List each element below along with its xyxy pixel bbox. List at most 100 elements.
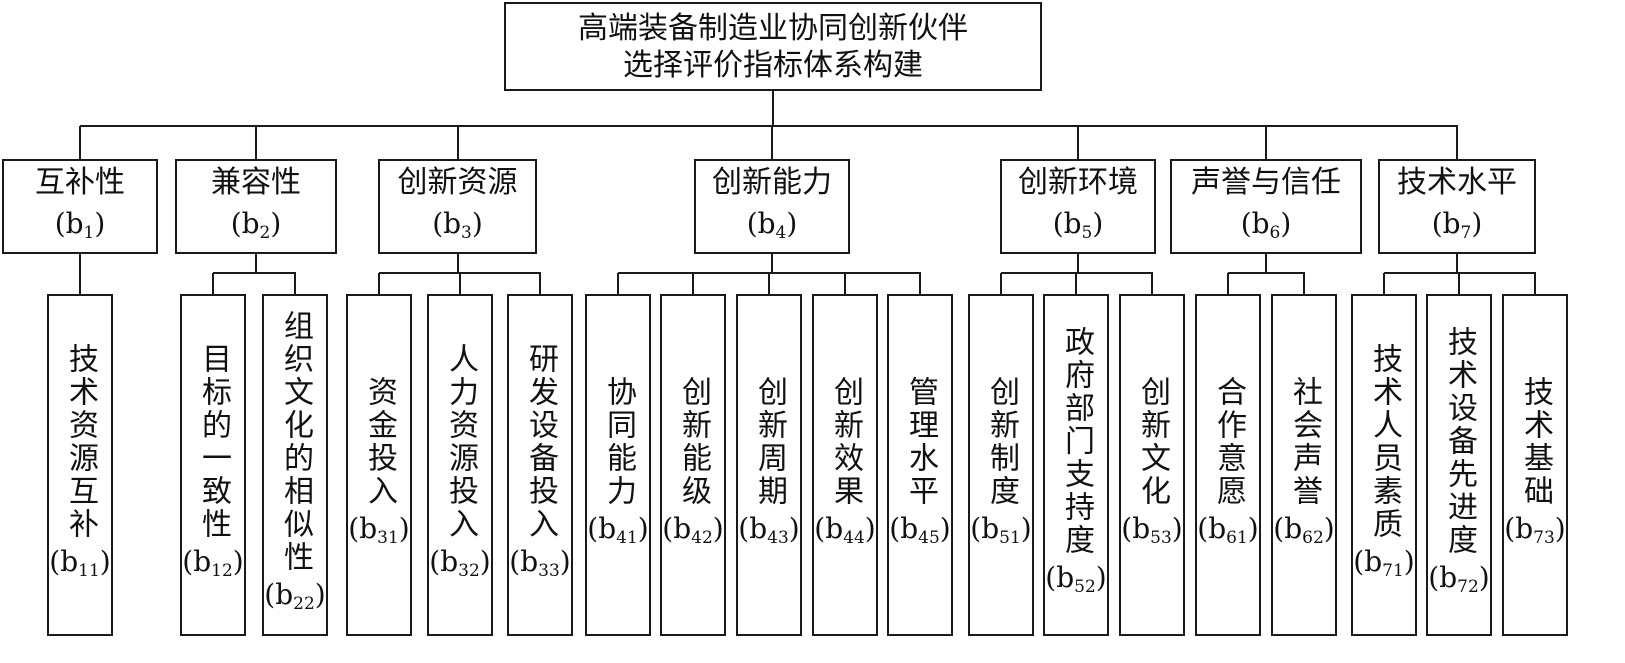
indicator-code: (b51) xyxy=(970,511,1032,548)
criterion-connector xyxy=(771,126,773,159)
indicator-connector xyxy=(459,273,461,294)
criterion-name: 创新能力 xyxy=(712,165,832,200)
indicator-connector xyxy=(294,273,296,294)
indicator-code: (b71) xyxy=(1353,544,1415,581)
indicator-node: 创新效果(b44) xyxy=(812,294,878,636)
criterion-code: (b3) xyxy=(432,207,483,243)
root-node: 高端装备制造业协同创新伙伴 选择评价指标体系构建 xyxy=(504,2,1042,91)
criterion-node: 兼容性 (b2) xyxy=(175,159,337,254)
indicator-name: 创新文化 xyxy=(1135,375,1170,508)
indicator-connector xyxy=(1000,273,1002,294)
criterion-connector xyxy=(1265,126,1267,159)
criterion-name: 互补性 xyxy=(35,165,125,200)
criterion-name: 技术水平 xyxy=(1397,165,1517,200)
indicator-connector xyxy=(1534,273,1536,294)
indicator-name: 技术基础 xyxy=(1518,375,1553,508)
indicator-name: 创新周期 xyxy=(752,375,787,508)
indicator-code: (b44) xyxy=(814,511,876,548)
indicator-name: 政府部门支持度 xyxy=(1059,326,1094,557)
indicator-stem xyxy=(771,254,773,273)
indicator-code: (b45) xyxy=(889,511,951,548)
indicator-code: (b73) xyxy=(1504,511,1566,548)
indicator-stem xyxy=(1265,254,1267,273)
criterion-connector xyxy=(1456,126,1458,159)
criterion-code: (b4) xyxy=(746,207,798,243)
indicator-connector xyxy=(1151,273,1153,294)
criterion-node: 互补性 (b1) xyxy=(2,159,158,254)
indicator-connector xyxy=(1075,273,1077,294)
indicator-code: (b53) xyxy=(1121,511,1183,548)
indicator-name: 创新效果 xyxy=(828,375,863,508)
indicator-node: 技术资源互补(b11) xyxy=(47,294,113,636)
criteria-bus xyxy=(80,125,1458,127)
criterion-code: (b7) xyxy=(1431,207,1483,243)
indicator-node: 技术人员素质(b71) xyxy=(1351,294,1417,636)
indicator-node: 创新能级(b42) xyxy=(660,294,726,636)
criterion-node: 声誉与信任(b6) xyxy=(1170,159,1362,254)
indicator-bus xyxy=(1228,272,1305,274)
indicator-node: 社会声誉(b62) xyxy=(1271,294,1337,636)
indicator-bus xyxy=(1384,272,1536,274)
indicator-name: 合作意愿 xyxy=(1211,375,1246,508)
indicator-code: (b42) xyxy=(662,511,724,548)
indicator-node: 政府部门支持度 (b52) xyxy=(1043,294,1109,636)
indicator-name: 管理水平 xyxy=(903,375,938,508)
criterion-name: 声誉与信任 xyxy=(1191,165,1341,200)
indicator-connector xyxy=(378,273,380,294)
indicator-connector xyxy=(212,273,214,294)
criterion-connector xyxy=(79,126,81,159)
indicator-name: 研发设备投入 xyxy=(523,342,558,541)
indicator-name: 资金投入 xyxy=(362,375,397,508)
indicator-code: (b32) xyxy=(429,544,491,581)
indicator-node: 创新制度(b51) xyxy=(968,294,1034,636)
indicator-node: 创新周期(b43) xyxy=(736,294,802,636)
indicator-code: (b11) xyxy=(49,544,111,581)
indicator-stem xyxy=(255,254,257,273)
criterion-connector xyxy=(456,126,459,159)
indicator-connector xyxy=(1227,273,1229,294)
indicator-name: 社会声誉 xyxy=(1287,375,1322,508)
indicator-stem xyxy=(1077,254,1079,273)
indicator-code: (b41) xyxy=(587,511,649,548)
indicator-code: (b12) xyxy=(182,544,244,581)
indicator-connector xyxy=(617,273,619,294)
indicator-code: (b72) xyxy=(1428,561,1490,597)
indicator-name: 协同能力 xyxy=(601,375,636,508)
indicator-code: (b33) xyxy=(509,544,571,581)
criterion-node: 创新能力 (b4) xyxy=(694,159,850,254)
criterion-connector xyxy=(255,126,257,159)
indicator-bus xyxy=(213,272,296,274)
indicator-connector xyxy=(919,273,921,294)
indicator-code: (b31) xyxy=(348,511,410,548)
indicator-connector xyxy=(1383,273,1385,294)
indicator-connector xyxy=(692,273,694,294)
indicator-code: (b62) xyxy=(1273,511,1335,548)
indicator-node: 技术设备先进度 (b72) xyxy=(1426,294,1492,636)
indicator-name: 技术设备先进度 xyxy=(1442,326,1477,557)
indicator-node: 研发设备投入(b33) xyxy=(507,294,573,636)
indicator-connector xyxy=(768,273,770,294)
indicator-connector xyxy=(539,273,541,294)
indicator-stem xyxy=(1456,254,1458,273)
indicator-node: 管理水平(b45) xyxy=(887,294,953,636)
indicator-name: 人力资源投入 xyxy=(443,342,478,541)
indicator-node: 人力资源投入(b32) xyxy=(427,294,493,636)
criterion-node: 创新环境(b5) xyxy=(1000,159,1156,254)
root-title-line1: 高端装备制造业协同创新伙伴 xyxy=(578,10,968,46)
criterion-code: (b1) xyxy=(54,207,106,243)
indicator-node: 资金投入(b31) xyxy=(346,294,412,636)
indicator-name: 目标的一致性 xyxy=(196,342,231,541)
indicator-node: 技术基础(b73) xyxy=(1502,294,1568,636)
criterion-name: 兼容性 xyxy=(211,165,301,200)
indicator-stem xyxy=(456,254,459,273)
indicator-code: (b43) xyxy=(738,511,800,548)
indicator-node: 协同能力(b41) xyxy=(585,294,651,636)
indicator-code: (b61) xyxy=(1197,511,1259,548)
indicator-name: 技术人员素质 xyxy=(1367,342,1402,541)
indicator-code: (b22) xyxy=(264,577,326,614)
indicator-code: (b52) xyxy=(1045,561,1107,597)
criterion-name: 创新资源 xyxy=(397,165,518,200)
criterion-node: 创新资源 (b3) xyxy=(378,159,537,254)
criterion-code: (b2) xyxy=(230,207,282,243)
